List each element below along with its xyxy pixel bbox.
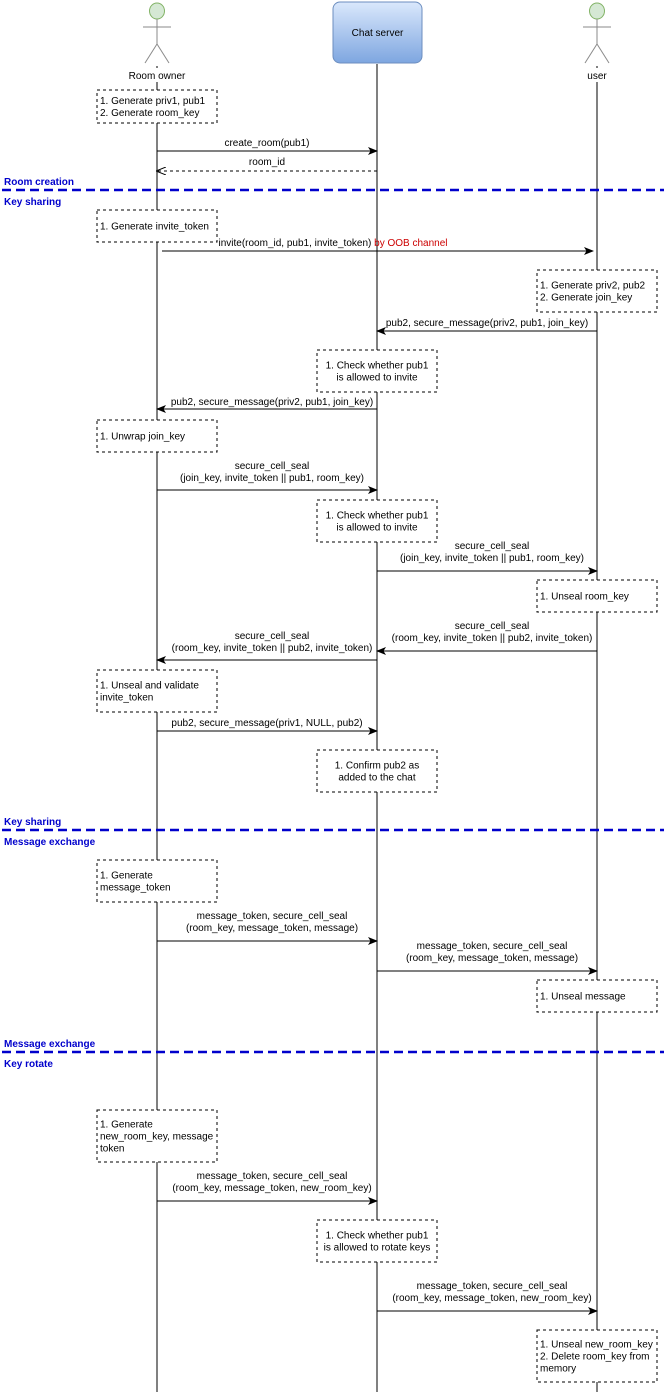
note-text: 2. Generate join_key [540,293,632,304]
note-text: 2. Delete room_key from [540,1352,650,1363]
note-text: is allowed to rotate keys [324,1243,431,1254]
message-arrow: secure_cell_seal(join_key, invite_token … [157,461,378,494]
participant-user-label: user [587,71,607,82]
note-text: message_token [100,883,171,894]
note-text: token [100,1144,124,1155]
note-text: is allowed to invite [336,523,418,534]
note-text: 1. Unseal message [540,992,626,1003]
message-arrow: pub2, secure_message(priv2, pub1, join_k… [156,397,377,413]
phase-label-end: Message exchange [4,1039,96,1050]
note-text: 1. Unseal room_key [540,592,629,603]
message-label: (join_key, invite_token || pub1, room_ke… [180,473,364,484]
note-box: 1. Unwrap join_key [96,419,218,453]
note-text: 1. Generate [100,1120,153,1131]
message-label: (room_key, invite_token || pub2, invite_… [392,633,593,644]
message-arrow: secure_cell_seal(join_key, invite_token … [377,541,598,575]
note-text: added to the chat [338,773,416,784]
note-text: 1. Generate invite_token [100,222,209,233]
phase-label-end: Key sharing [4,817,61,828]
note-box: 1. Generate invite_token [96,209,218,243]
message-arrow: secure_cell_seal(room_key, invite_token … [156,631,377,664]
phase-label-start: Key rotate [4,1059,53,1070]
message-arrow: invite(room_id, pub1, invite_token) by O… [162,238,594,255]
message-arrow: message_token, secure_cell_seal(room_key… [377,1281,598,1315]
message-arrow: create_room(pub1) [157,138,378,155]
message-label: message_token, secure_cell_seal [417,941,568,952]
user-actor-icon [583,2,611,64]
note-text: 1. Generate [100,871,153,882]
message-label: message_token, secure_cell_seal [197,1171,348,1182]
note-text: 1. Check whether pub1 [326,511,429,522]
message-label: create_room(pub1) [224,138,309,149]
room-owner-actor-icon [143,2,171,64]
note-text: 1. Unseal and validate [100,681,199,692]
chat-server-box [332,1,423,64]
message-arrow: secure_cell_seal(room_key, invite_token … [376,621,597,655]
message-label: invite(room_id, pub1, invite_token) by O… [218,238,447,249]
note-box: 1. Unseal room_key [536,579,658,613]
message-label: (room_key, message_token, message) [406,953,578,964]
note-text: 1. Generate priv2, pub2 [540,281,646,292]
message-label: secure_cell_seal [235,631,310,642]
participant-chat-server-label: Chat server [352,28,404,39]
note-text: 1. Unwrap join_key [100,432,185,443]
message-label: pub2, secure_message(priv2, pub1, join_k… [386,318,588,329]
note-text: 2. Generate room_key [100,108,200,119]
note-text: memory [540,1364,576,1375]
message-arrow: message_token, secure_cell_seal(room_key… [157,911,378,945]
participant-room-owner-label: Room owner [129,71,186,82]
note-text: 1. Generate priv1, pub1 [100,96,206,107]
message-label: (room_key, message_token, new_room_key) [172,1183,371,1194]
message-label: (room_key, invite_token || pub2, invite_… [172,643,373,654]
note-box: 1. Unseal message [536,979,658,1013]
message-label: room_id [249,157,285,168]
note-text: is allowed to invite [336,373,418,384]
phase-label-end: Room creation [4,177,74,188]
note-text: new_room_key, message [100,1132,214,1143]
message-arrow: pub2, secure_message(priv1, NULL, pub2) [157,718,378,735]
message-label: secure_cell_seal [235,461,310,472]
message-label: pub2, secure_message(priv1, NULL, pub2) [171,718,362,729]
message-arrow: message_token, secure_cell_seal(room_key… [377,941,598,975]
note-text: 1. Check whether pub1 [326,361,429,372]
note-text: 1. Unseal new_room_key [540,1340,653,1351]
message-label: secure_cell_seal [455,541,530,552]
phase-label-start: Key sharing [4,197,61,208]
message-arrow: pub2, secure_message(priv2, pub1, join_k… [376,318,597,335]
note-text: 1. Check whether pub1 [326,1231,429,1242]
message-label: (join_key, invite_token || pub1, room_ke… [400,553,584,564]
message-label: (room_key, message_token, new_room_key) [392,1293,591,1304]
note-text: 1. Confirm pub2 as [335,761,420,772]
message-label: pub2, secure_message(priv2, pub1, join_k… [171,397,373,408]
message-label: secure_cell_seal [455,621,530,632]
phase-label-start: Message exchange [4,837,96,848]
message-arrow: room_id [157,157,377,171]
message-arrow: message_token, secure_cell_seal(room_key… [157,1171,378,1205]
note-text: invite_token [100,693,153,704]
message-label: message_token, secure_cell_seal [197,911,348,922]
message-label: (room_key, message_token, message) [186,923,358,934]
message-label: message_token, secure_cell_seal [417,1281,568,1292]
